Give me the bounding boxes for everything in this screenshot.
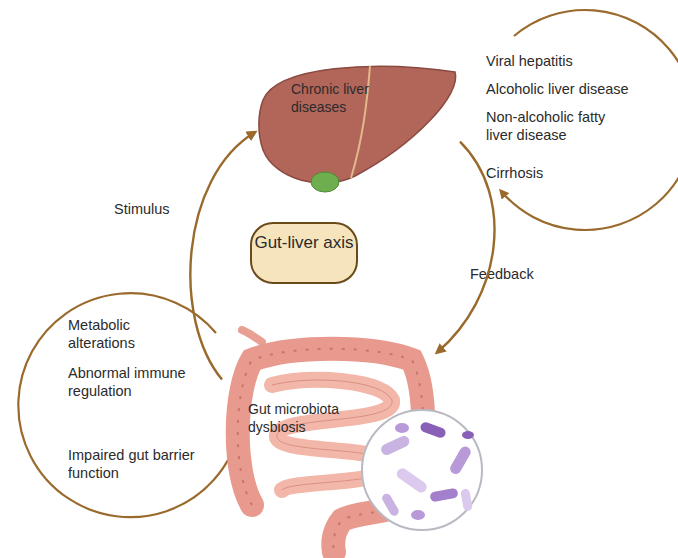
- cycle-arrow: [190, 132, 255, 379]
- microbe: [429, 488, 458, 503]
- node-label: Gut-liver axis: [250, 232, 358, 253]
- liver-node: Chronic liver diseases: [255, 58, 460, 193]
- node-label: Gut microbiota dysbiosis: [248, 400, 360, 436]
- gut-outline: [222, 330, 437, 555]
- edge-label: Feedback: [470, 265, 534, 283]
- colon: [238, 349, 424, 552]
- microbe: [460, 488, 473, 511]
- microbe: [448, 445, 473, 476]
- gut-loop-arrow: [18, 293, 242, 517]
- pill-outline: [250, 222, 358, 284]
- list-item: Alcoholic liver disease: [486, 80, 661, 98]
- microbe: [395, 423, 409, 433]
- gut-node: Gut microbiota dysbiosis: [222, 330, 437, 555]
- colon-folds: [238, 349, 424, 552]
- axis-pill: [251, 223, 357, 283]
- esophagus-end: [242, 330, 262, 342]
- liver-outline: [255, 58, 460, 193]
- node-label: Chronic liver diseases: [291, 80, 395, 116]
- microbe: [411, 510, 425, 520]
- list-item: Viral hepatitis: [486, 52, 656, 70]
- microbe: [462, 431, 474, 439]
- cycle-arrow: [437, 142, 495, 353]
- list-item: Impaired gut barrier function: [68, 446, 218, 482]
- list-item: Abnormal immune regulation: [68, 364, 208, 400]
- gallbladder: [311, 172, 339, 192]
- liver-lobe: [259, 66, 456, 183]
- list-item: Non-alcoholic fatty liver disease: [486, 108, 631, 144]
- list-item: Cirrhosis: [486, 164, 606, 182]
- edge-label: Stimulus: [114, 200, 170, 218]
- list-item: Metabolic alterations: [68, 316, 163, 352]
- axis-box: Gut-liver axis: [250, 222, 358, 284]
